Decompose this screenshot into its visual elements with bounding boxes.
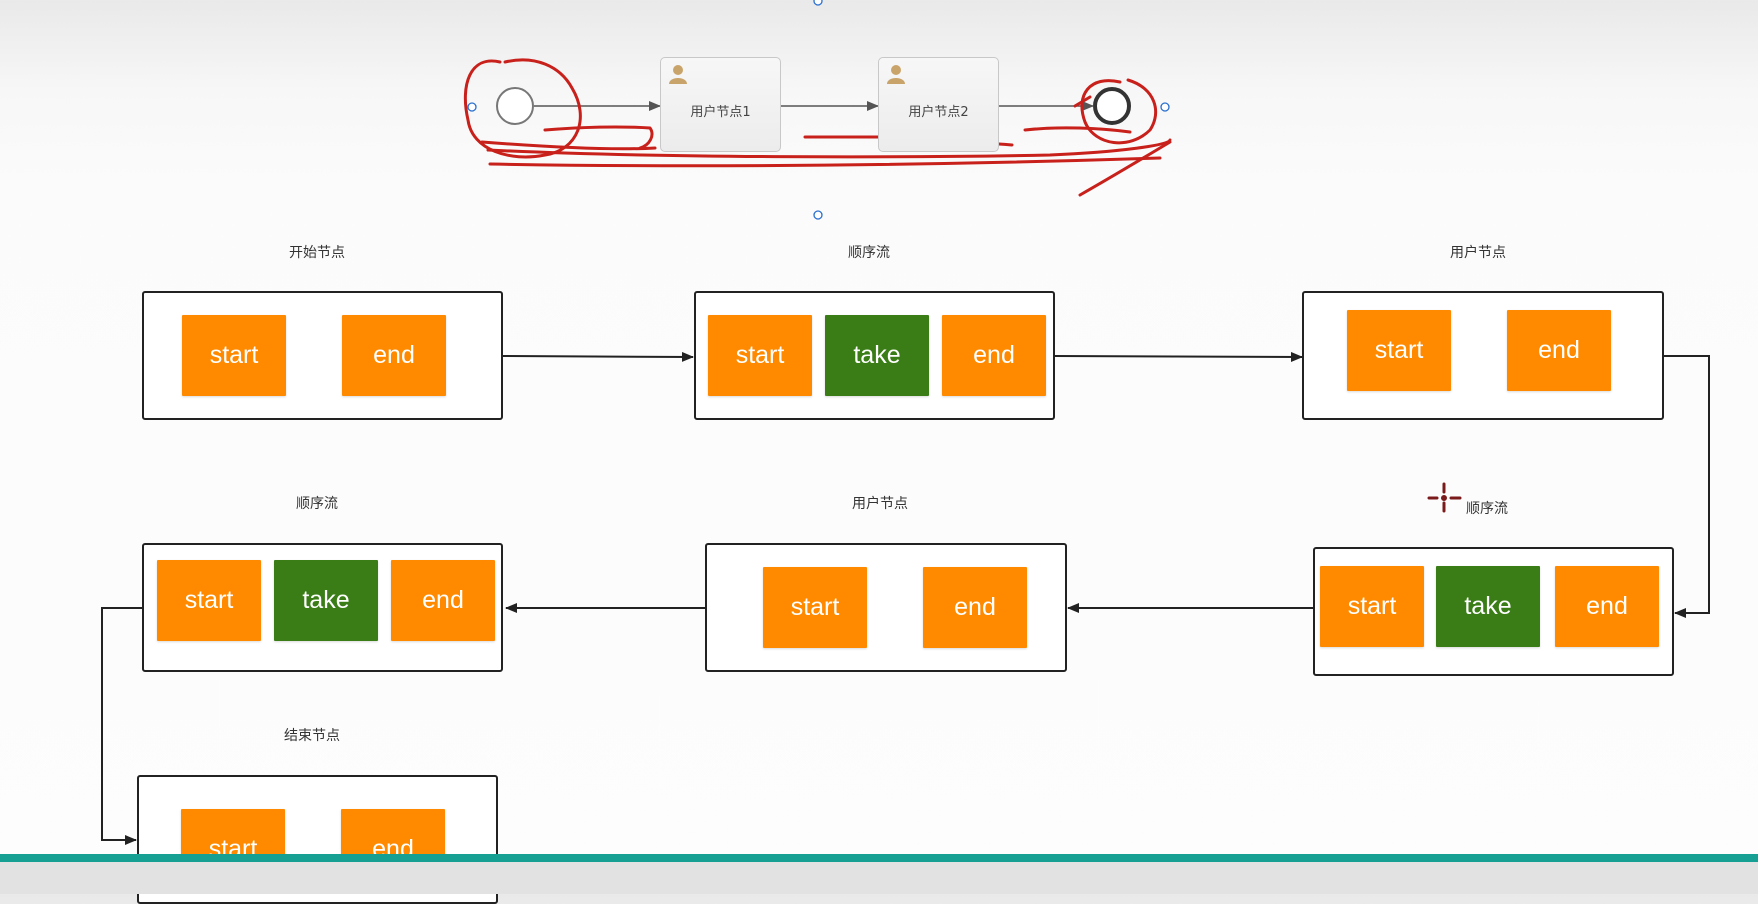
chip-text: take — [302, 586, 350, 614]
chip-text: end — [1538, 336, 1580, 364]
label-user-node-1: 用户节点 — [1450, 245, 1506, 261]
chip-end[interactable]: end — [391, 560, 495, 641]
chip-text: take — [853, 341, 901, 369]
flow-arrow-user1-to-flow2 — [1664, 355, 1710, 618]
chip-text: start — [735, 341, 785, 369]
chip-end[interactable]: end — [342, 315, 446, 396]
flow-arrow-start-to-flow1 — [502, 351, 694, 362]
flow-2-box[interactable]: start take end — [1313, 547, 1674, 676]
chip-start[interactable]: start — [763, 567, 867, 648]
bottom-shade — [0, 862, 1758, 894]
chip-text: end — [422, 586, 464, 614]
flow-3-box[interactable]: start take end — [142, 543, 503, 672]
label-end-node: 结束节点 — [284, 728, 340, 744]
chip-start[interactable]: start — [182, 315, 286, 396]
bpmn-task-2-label: 用户节点2 — [908, 105, 969, 120]
label-user-node-2: 用户节点 — [852, 496, 908, 512]
bottom-progress-bar — [0, 854, 1758, 862]
flow-arrow-flow1-to-user1 — [1054, 351, 1303, 362]
bpmn-user-task-1[interactable]: 用户节点1 — [660, 57, 781, 152]
chip-start[interactable]: start — [157, 560, 261, 641]
chip-text: start — [1347, 592, 1397, 620]
start-node-box[interactable]: start end — [142, 291, 503, 420]
selection-handle-icon[interactable] — [467, 0, 1170, 220]
chip-text: end — [373, 341, 415, 369]
chip-take[interactable]: take — [1436, 566, 1540, 647]
chip-text: end — [1586, 592, 1628, 620]
user-icon — [887, 65, 905, 84]
chip-take[interactable]: take — [274, 560, 378, 641]
bpmn-user-task-2[interactable]: 用户节点2 — [878, 57, 999, 152]
chip-text: start — [1374, 336, 1424, 364]
chip-start[interactable]: start — [1320, 566, 1424, 647]
chip-text: end — [973, 341, 1015, 369]
flow-1-box[interactable]: start take end — [694, 291, 1055, 420]
flow-arrow-flow3-to-end — [101, 607, 142, 845]
chip-end[interactable]: end — [1555, 566, 1659, 647]
chip-take[interactable]: take — [825, 315, 929, 396]
chip-text: start — [790, 593, 840, 621]
bpmn-start-event[interactable] — [496, 87, 534, 125]
chip-end[interactable]: end — [1507, 310, 1611, 391]
chip-text: start — [184, 586, 234, 614]
chip-text: start — [209, 341, 259, 369]
user-icon — [669, 65, 687, 84]
chip-text: take — [1464, 592, 1512, 620]
move-cursor-icon — [1427, 482, 1462, 513]
label-flow-1: 顺序流 — [848, 245, 890, 261]
chip-end[interactable]: end — [942, 315, 1046, 396]
bpmn-end-event[interactable] — [1093, 87, 1131, 125]
red-annotation — [463, 58, 1172, 197]
label-flow-3: 顺序流 — [296, 496, 338, 512]
chip-text: end — [954, 593, 996, 621]
label-flow-2: 顺序流 — [1466, 501, 1508, 517]
chip-start[interactable]: start — [1347, 310, 1451, 391]
chip-end[interactable]: end — [923, 567, 1027, 648]
user-node-2-box[interactable]: start end — [705, 543, 1067, 672]
chip-start[interactable]: start — [708, 315, 812, 396]
bpmn-task-1-label: 用户节点1 — [690, 105, 751, 120]
user-node-1-box[interactable]: start end — [1302, 291, 1664, 420]
label-start-node: 开始节点 — [289, 245, 345, 261]
